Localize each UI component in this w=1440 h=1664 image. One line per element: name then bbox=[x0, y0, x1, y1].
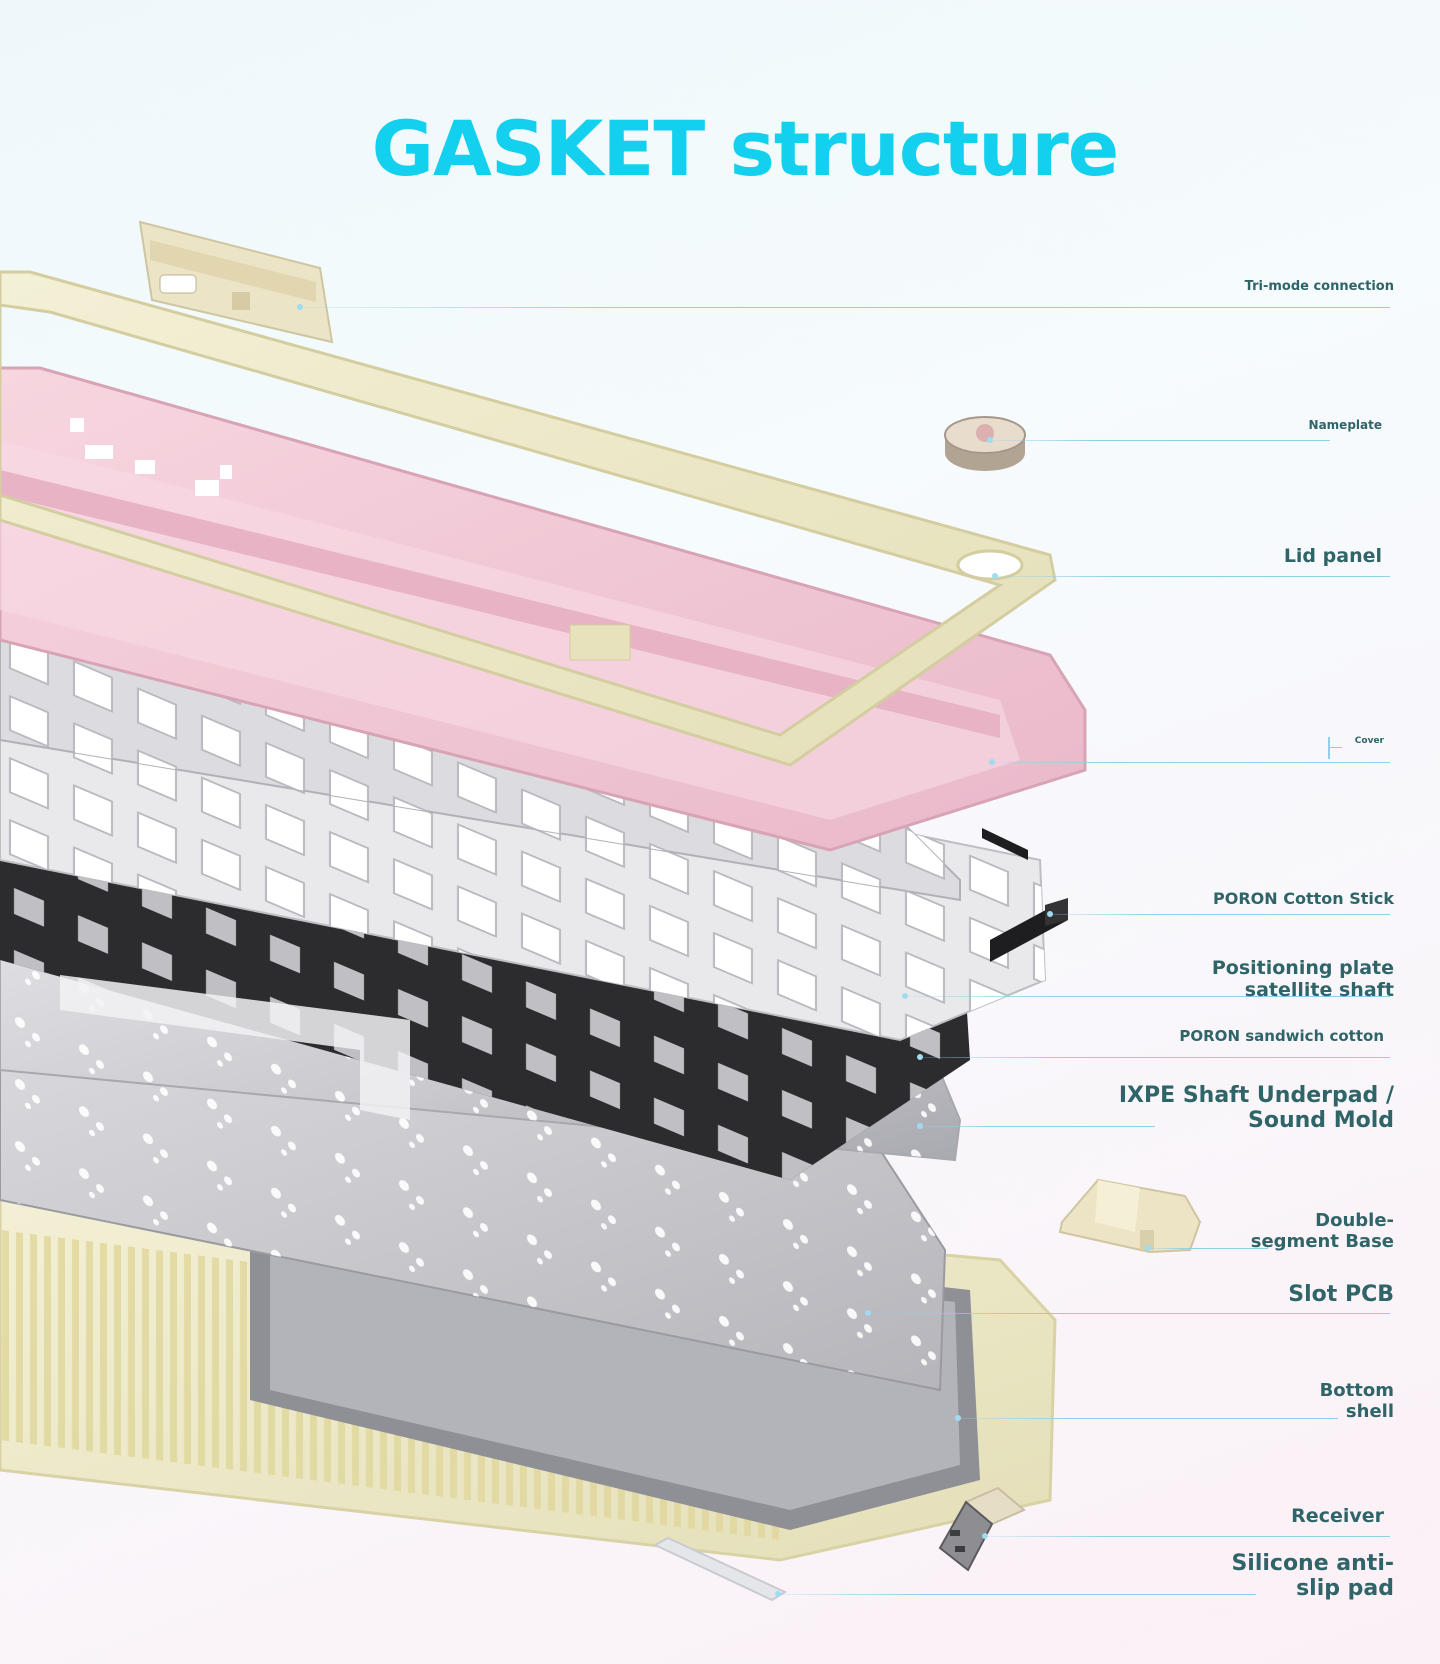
cover-bracket-icon bbox=[1328, 737, 1330, 759]
label-poron-sandwich-cotton: PORON sandwich cotton bbox=[1179, 1027, 1384, 1045]
positioning-plate-dot bbox=[902, 993, 908, 999]
diagram-title: GASKET structure bbox=[371, 104, 1120, 193]
label-slot-pcb: Slot PCB bbox=[1288, 1282, 1394, 1307]
label-lid-panel: Lid panel bbox=[1283, 545, 1382, 567]
poron-stick-dot bbox=[1047, 911, 1053, 917]
receiver-part bbox=[938, 1486, 1026, 1572]
label-ixpe: IXPE Shaft Underpad / Sound Mold bbox=[1118, 1083, 1394, 1134]
silicone-pad-leader bbox=[778, 1594, 1256, 1595]
label-nameplate: Nameplate bbox=[1308, 418, 1382, 432]
cover-dot bbox=[989, 759, 995, 765]
bottom-shell-dot bbox=[955, 1415, 961, 1421]
nameplate-part bbox=[944, 416, 1026, 471]
positioning-plate-leader bbox=[905, 996, 1390, 997]
double-base-dot bbox=[1145, 1245, 1151, 1251]
poron-sandwich-leader bbox=[920, 1057, 1390, 1058]
double-base-leader bbox=[1148, 1248, 1268, 1249]
label-bottom-shell: Bottom shell bbox=[1319, 1380, 1394, 1422]
label-poron-cotton-stick: PORON Cotton Stick bbox=[1213, 889, 1394, 908]
poron-sandwich-dot bbox=[917, 1054, 923, 1060]
nameplate-leader bbox=[990, 440, 1330, 441]
label-double-segment-base: Double- segment Base bbox=[1250, 1210, 1394, 1252]
slot-pcb-leader bbox=[868, 1313, 1390, 1314]
label-cover: Cover bbox=[1354, 736, 1384, 746]
silicone-pad-dot bbox=[775, 1591, 781, 1597]
label-tri-mode-connection: Tri-mode connection bbox=[1244, 279, 1394, 294]
poron-stick-leader bbox=[1050, 914, 1390, 915]
lid-panel-dot bbox=[992, 573, 998, 579]
double-segment-base-part bbox=[1058, 1178, 1202, 1254]
tri-mode-dot bbox=[297, 304, 303, 310]
lid-panel-leader bbox=[995, 576, 1390, 577]
label-silicone-pad: Silicone anti- slip pad bbox=[1231, 1551, 1394, 1602]
tri-mode-connection-part bbox=[138, 220, 334, 344]
silicone-pad-part bbox=[652, 1536, 788, 1602]
label-receiver: Receiver bbox=[1291, 1505, 1384, 1527]
label-positioning-plate: Positioning plate satellite shaft bbox=[1211, 957, 1394, 1001]
receiver-leader bbox=[985, 1536, 1390, 1537]
cover-bracket-tick bbox=[1328, 747, 1342, 748]
tri-mode-leader bbox=[300, 307, 1390, 308]
nameplate-dot bbox=[987, 437, 993, 443]
ixpe-dot bbox=[917, 1123, 923, 1129]
lid-panel-part bbox=[0, 270, 1057, 767]
slot-pcb-dot bbox=[865, 1310, 871, 1316]
ixpe-leader bbox=[920, 1126, 1155, 1127]
receiver-dot bbox=[982, 1533, 988, 1539]
bottom-shell-leader bbox=[958, 1418, 1338, 1419]
cover-leader bbox=[992, 762, 1390, 763]
